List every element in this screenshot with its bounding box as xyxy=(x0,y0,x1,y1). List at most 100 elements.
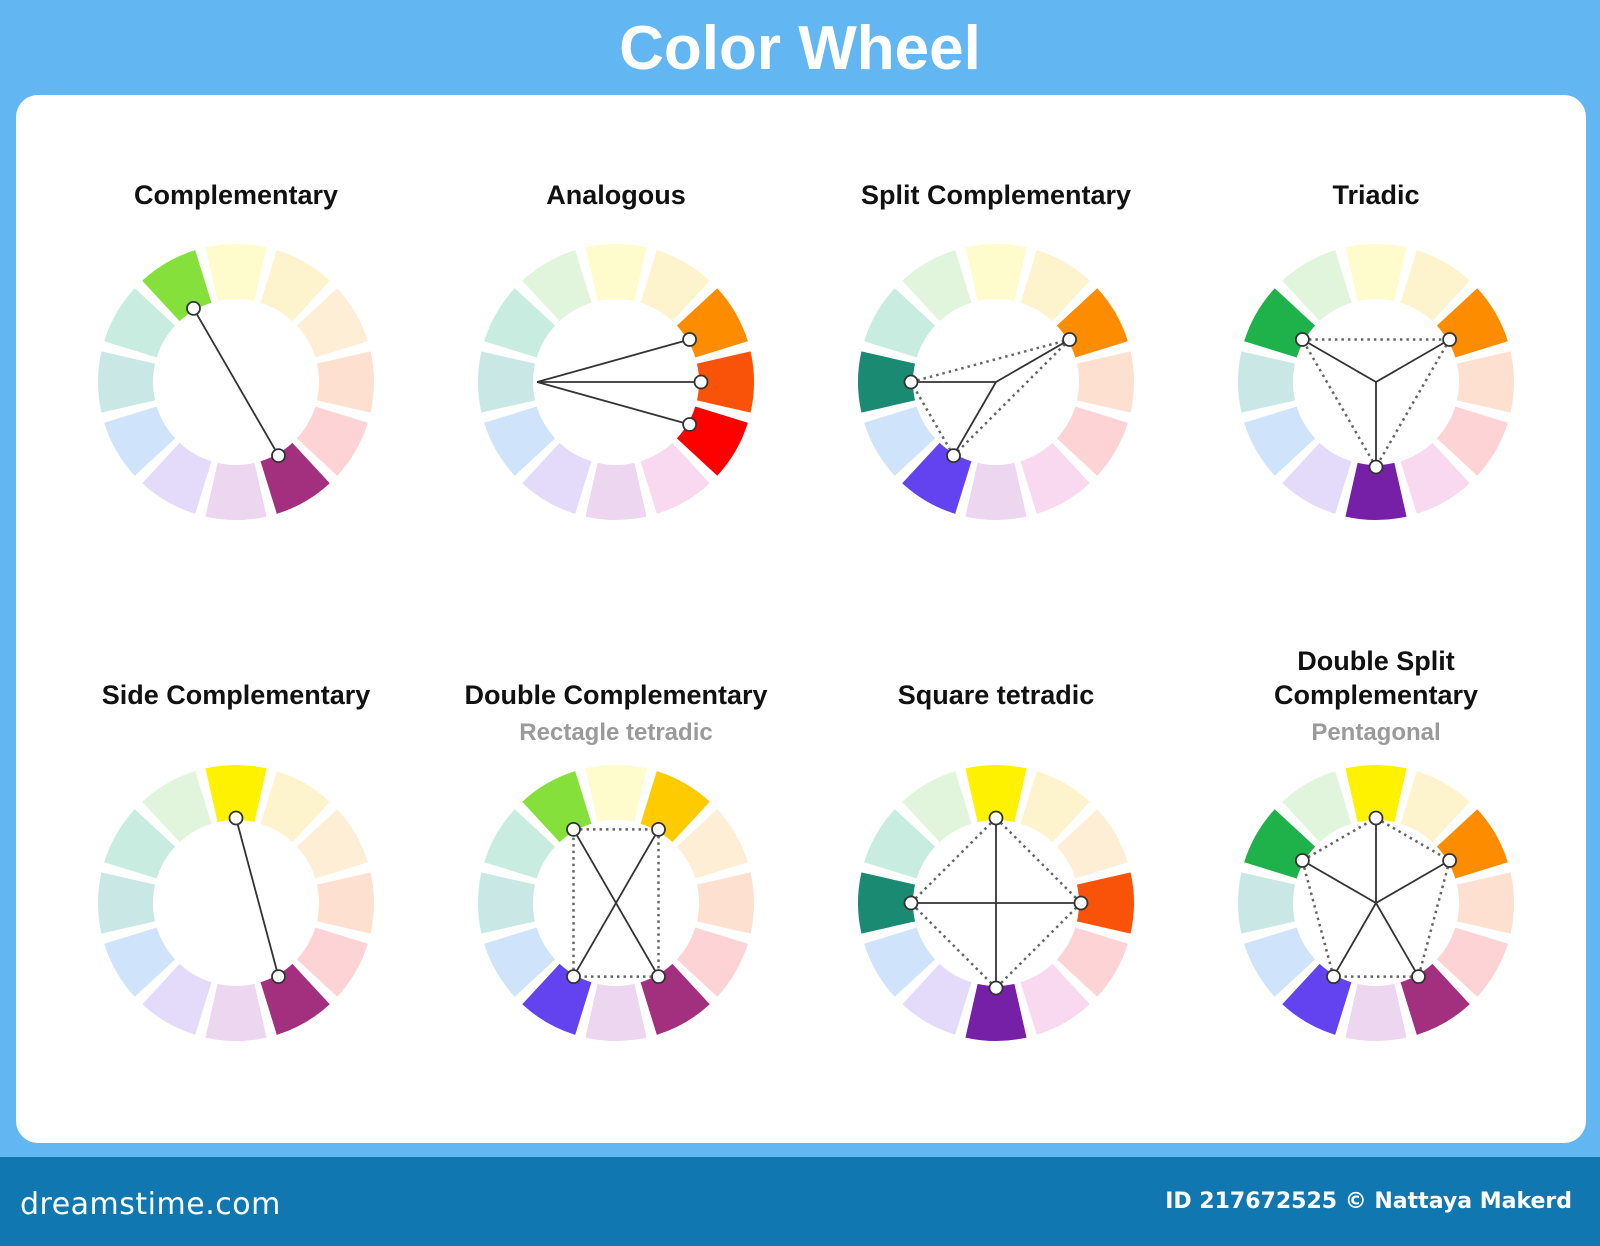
scheme-title: Double Complementary xyxy=(464,680,768,710)
anchor-dot xyxy=(988,980,1004,996)
connector-line xyxy=(1301,859,1377,904)
scheme-complementary: Complementary xyxy=(46,178,426,212)
scheme-square-tetradic: Square tetradic xyxy=(806,678,1186,712)
wheel-segment xyxy=(1076,351,1134,413)
anchor-dot xyxy=(1062,332,1078,347)
scheme-title: Analogous xyxy=(546,180,686,210)
image-credit: ID 217672525 © Nattaya Makerd xyxy=(1165,1189,1572,1214)
wheel-segment xyxy=(1282,442,1352,514)
wheel-segment xyxy=(296,406,368,476)
anchor-dot xyxy=(1294,332,1310,347)
highlight-segment xyxy=(1345,765,1407,823)
dotted-connector xyxy=(952,338,1071,457)
wheel-segment xyxy=(640,250,710,322)
dotted-connector xyxy=(909,381,955,457)
wheel-segment xyxy=(864,288,936,358)
wheel-segment xyxy=(1020,963,1090,1035)
anchor-dot xyxy=(651,821,666,837)
wheel-segment xyxy=(1244,406,1316,476)
wheel-segment xyxy=(296,809,368,879)
wheel-segment xyxy=(484,288,556,358)
wheel-segment xyxy=(1400,250,1470,322)
anchor-dot xyxy=(1073,895,1089,911)
scheme-subtitle: Rectagle tetradic xyxy=(519,719,713,746)
wheel-segment xyxy=(478,351,536,413)
wheel-segment xyxy=(864,406,936,476)
anchor-dot xyxy=(186,300,201,316)
wheel-segment xyxy=(1020,250,1090,322)
scheme-side-complementary: Side Complementary xyxy=(46,678,426,712)
wheel-segment xyxy=(142,442,212,514)
wheel-segment xyxy=(902,771,972,843)
wheel-segment xyxy=(104,927,176,997)
highlight-segment xyxy=(858,351,916,413)
anchor-dot xyxy=(651,969,666,985)
wheel-segment xyxy=(1056,809,1128,879)
highlight-segment xyxy=(965,765,1027,823)
wheel-segment xyxy=(296,927,368,997)
anchor-dot xyxy=(1294,853,1310,868)
color-wheel xyxy=(478,765,754,1041)
dotted-connector xyxy=(1375,816,1451,862)
connector-line xyxy=(572,828,660,978)
connector-line xyxy=(1375,859,1451,904)
wheel-segment xyxy=(1345,983,1407,1041)
anchor-dot xyxy=(988,810,1004,826)
highlight-segment xyxy=(965,983,1027,1041)
color-wheel xyxy=(478,244,754,520)
wheel-segment xyxy=(1282,771,1352,843)
wheel-segment xyxy=(965,462,1027,520)
wheel-segment xyxy=(205,983,267,1041)
anchor-dot xyxy=(693,374,709,390)
anchor-dot xyxy=(228,810,244,826)
wheel-segment xyxy=(478,872,536,934)
wheel-segment xyxy=(902,250,972,322)
anchor-dot xyxy=(1326,969,1341,985)
header-bar: Color Wheel xyxy=(0,0,1600,96)
wheel-segment xyxy=(1345,244,1407,302)
wheel-segment xyxy=(1020,771,1090,843)
wheel-segment xyxy=(965,244,1027,302)
wheel-segment xyxy=(205,244,267,302)
highlight-segment xyxy=(696,351,754,413)
wheel-segment xyxy=(585,244,647,302)
wheel-segment xyxy=(640,442,710,514)
connector-line xyxy=(192,307,280,457)
scheme-split-complementary: Split Complementary xyxy=(806,178,1186,212)
anchor-dot xyxy=(682,417,698,432)
wheel-segment xyxy=(260,250,330,322)
wheel-segment xyxy=(1238,872,1296,934)
connector-line xyxy=(1375,902,1420,978)
wheel-segment xyxy=(1436,406,1508,476)
anchor-dot xyxy=(1368,810,1384,826)
wheel-segment xyxy=(205,462,267,520)
wheel-segment xyxy=(585,765,647,823)
wheel-segment xyxy=(316,351,374,413)
wheel-segment xyxy=(1400,442,1470,514)
color-wheel xyxy=(98,244,374,520)
scheme-analogous: Analogous xyxy=(426,178,806,212)
scheme-title: Square tetradic xyxy=(897,680,1095,710)
anchor-dot xyxy=(1442,853,1458,868)
scheme-title: Complementary xyxy=(133,180,339,210)
wheel-segment xyxy=(484,406,556,476)
wheel-segment xyxy=(104,406,176,476)
wheel-segment xyxy=(104,809,176,879)
anchor-dot xyxy=(566,969,581,985)
footer-bar: dreamstime.com ID 217672525 © Nattaya Ma… xyxy=(0,1157,1600,1246)
wheel-segment xyxy=(585,983,647,1041)
wheel-segment xyxy=(585,462,647,520)
highlight-segment xyxy=(205,765,267,823)
dotted-connector xyxy=(1417,860,1451,977)
anchor-dot xyxy=(1368,459,1384,475)
scheme-subtitle: Pentagonal xyxy=(1311,719,1441,746)
scheme-title: Side Complementary xyxy=(101,680,371,710)
wheel-segment xyxy=(98,351,156,413)
color-wheel xyxy=(858,765,1134,1041)
wheel-segment xyxy=(696,872,754,934)
wheel-segment xyxy=(902,963,972,1035)
wheel-segment xyxy=(1244,927,1316,997)
wheel-segment xyxy=(1056,406,1128,476)
connector-line xyxy=(1332,902,1377,978)
